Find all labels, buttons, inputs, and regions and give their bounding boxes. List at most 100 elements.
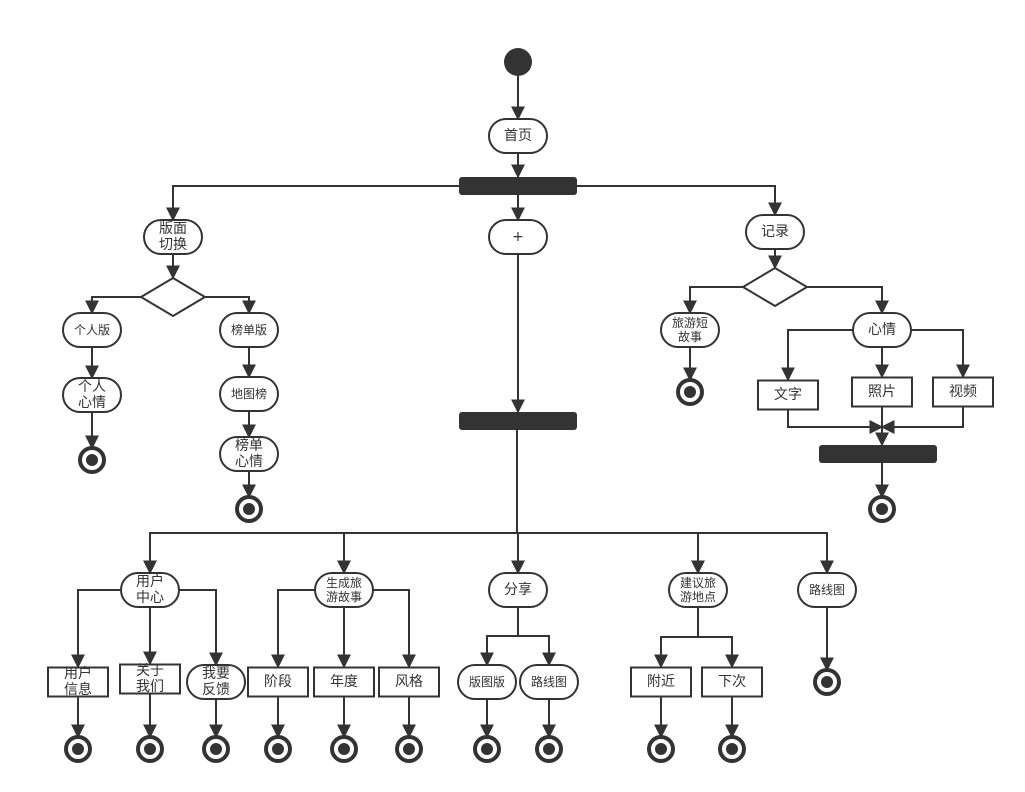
node-label: 版图版 — [469, 675, 505, 689]
action-node-next-time[interactable]: 下次 — [701, 666, 763, 698]
activity-shape — [797, 572, 857, 608]
action-node-video[interactable]: 视频 — [932, 376, 994, 408]
final-node-end-feedback[interactable] — [202, 735, 230, 763]
action-node-stage[interactable]: 阶段 — [247, 666, 309, 698]
node-label: 个人版 — [74, 323, 110, 337]
activity-node-record[interactable]: 记录 — [745, 214, 805, 250]
decision-diamond — [139, 276, 207, 318]
activity-node-map-edition[interactable]: 版图版 — [457, 664, 517, 700]
action-shape — [757, 379, 819, 411]
final-node-end-about[interactable] — [136, 735, 164, 763]
node-label: 首页 — [504, 128, 532, 144]
node-label: 用户 — [136, 573, 164, 590]
action-shape — [851, 376, 913, 408]
activity-node-home[interactable]: 首页 — [488, 118, 548, 154]
node-label: 风格 — [395, 674, 423, 690]
action-shape — [932, 376, 994, 408]
final-node-end-next[interactable] — [718, 735, 746, 763]
activity-node-personal-edition[interactable]: 个人版 — [62, 312, 122, 348]
node-label: 建议旅 — [680, 576, 716, 590]
final-node-end-style[interactable] — [395, 735, 423, 763]
edge-fork-plus-to-share — [511, 532, 525, 575]
action-shape — [47, 666, 109, 698]
action-node-year[interactable]: 年度 — [313, 666, 375, 698]
final-node-icon — [876, 503, 888, 515]
edge-text-to-join-media — [787, 410, 884, 434]
final-node-end-ranking[interactable] — [235, 495, 263, 523]
activity-shape — [660, 312, 720, 348]
activity-node-map-ranking[interactable]: 地图榜 — [219, 376, 279, 412]
node-label: 榜单版 — [231, 322, 267, 337]
final-node-icon — [144, 743, 156, 755]
join-node-join-media[interactable] — [819, 445, 937, 463]
edge-fork-plus-to-route-map — [517, 532, 834, 575]
node-label: 照片 — [868, 384, 896, 400]
fork-node-fork-plus[interactable] — [459, 412, 577, 430]
edge-decision-record-to-mood — [807, 286, 889, 315]
final-node-end-map-edition[interactable] — [473, 735, 501, 763]
activity-shape — [219, 376, 279, 412]
activity-shape — [219, 312, 279, 348]
fork-bar — [459, 412, 577, 430]
action-shape — [701, 666, 763, 698]
activity-shape — [488, 219, 548, 255]
activity-node-route-map-share[interactable]: 路线图 — [519, 664, 579, 700]
final-node-end-user-info[interactable] — [64, 735, 92, 763]
node-label: 路线图 — [809, 582, 845, 597]
final-node-end-route[interactable] — [813, 668, 841, 696]
activity-node-share[interactable]: 分享 — [488, 572, 548, 608]
node-label: 游地点 — [680, 590, 716, 604]
node-label: 信息 — [64, 681, 92, 698]
final-node-end-route-share[interactable] — [535, 735, 563, 763]
node-label: 用户 — [64, 665, 92, 682]
decision-node-decision-record[interactable] — [741, 266, 809, 308]
final-node-icon — [338, 743, 350, 755]
activity-shape — [852, 312, 912, 348]
activity-node-route-map[interactable]: 路线图 — [797, 572, 857, 608]
edge-fork-plus-to-gen-story — [337, 532, 517, 575]
edge-mood-to-text — [781, 329, 853, 382]
final-node-end-stage[interactable] — [264, 735, 292, 763]
final-node-icon — [543, 743, 555, 755]
activity-node-ranking-edition[interactable]: 榜单版 — [219, 312, 279, 348]
node-label: 版面 — [159, 221, 187, 237]
node-label: 我要 — [202, 666, 230, 682]
action-node-photo[interactable]: 照片 — [851, 376, 913, 408]
activity-shape — [457, 664, 517, 700]
node-label: 分享 — [504, 581, 532, 598]
node-label: 心情 — [235, 454, 263, 470]
node-label: 反馈 — [202, 682, 230, 698]
activity-node-plus[interactable]: + — [488, 219, 548, 255]
node-label: 年度 — [330, 674, 358, 690]
action-node-style[interactable]: 风格 — [378, 666, 440, 698]
activity-node-mood[interactable]: 心情 — [852, 312, 912, 348]
activity-shape — [120, 572, 180, 608]
fork-node-fork-main[interactable] — [459, 177, 577, 195]
final-node-end-year[interactable] — [330, 735, 358, 763]
final-node-icon — [726, 743, 738, 755]
final-node-end-media[interactable] — [868, 495, 896, 523]
action-node-text[interactable]: 文字 — [757, 379, 819, 411]
initial-node-start[interactable] — [504, 48, 532, 76]
final-node-end-story[interactable] — [676, 378, 704, 406]
final-node-icon — [243, 503, 255, 515]
action-shape — [630, 666, 692, 698]
final-node-icon — [655, 743, 667, 755]
node-label: 阶段 — [264, 674, 292, 690]
decision-node-decision-layout[interactable] — [139, 276, 207, 318]
final-node-end-personal[interactable] — [78, 446, 106, 474]
final-node-end-nearby[interactable] — [647, 735, 675, 763]
action-node-nearby[interactable]: 附近 — [630, 666, 692, 698]
final-node-icon — [72, 743, 84, 755]
action-shape — [119, 663, 181, 695]
